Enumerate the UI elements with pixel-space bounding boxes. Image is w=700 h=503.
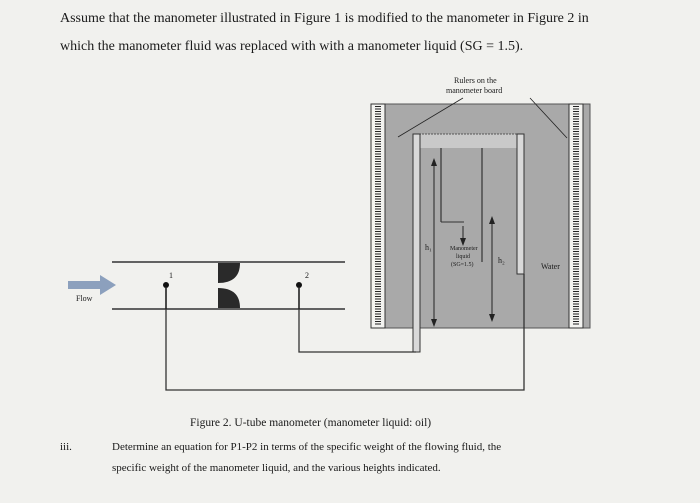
h2-label: h₂ — [498, 256, 505, 265]
left-ruler — [370, 103, 386, 329]
flow-label: Flow — [76, 294, 93, 303]
figure-caption: Figure 2. U-tube manometer (manometer li… — [190, 417, 432, 429]
manometer-label-line-3: (SG=1.5) — [451, 262, 474, 268]
right-ruler — [568, 103, 584, 329]
connecting-tube-inner — [298, 309, 416, 353]
point-2-label: 2 — [305, 271, 309, 280]
rulers-label-line-1: Rulers on the — [454, 76, 497, 85]
tap-2 — [296, 282, 302, 309]
h1-dimension-arrow — [431, 158, 437, 327]
h2-dimension-arrow — [489, 216, 495, 322]
intro-line-2: which the manometer fluid was replaced w… — [60, 39, 524, 54]
question-number: iii. — [60, 441, 72, 453]
manometer-label-line-2: liquid — [456, 254, 471, 260]
inverted-u-tube — [412, 133, 525, 353]
connecting-tube-outer — [165, 274, 525, 391]
tap-1 — [163, 282, 169, 309]
h1-label: h₁ — [425, 243, 432, 252]
intro-line-1: Assume that the manometer illustrated in… — [60, 11, 589, 26]
question-line-1: Determine an equation for P1-P2 in terms… — [112, 441, 502, 453]
rulers-label-line-2: manometer board — [446, 86, 503, 95]
orifice-upper — [218, 263, 240, 283]
ruler-pointer-right — [529, 97, 568, 139]
flow-arrow-icon — [68, 275, 116, 295]
question-line-2: specific weight of the manometer liquid,… — [112, 462, 441, 474]
manometer-pointer-arrowhead — [460, 238, 466, 246]
point-1-label: 1 — [169, 271, 173, 280]
water-label: Water — [541, 262, 560, 271]
manometer-label-line-1: Manometer — [450, 246, 478, 252]
orifice-lower — [218, 288, 240, 308]
ruler-pointer-left — [397, 97, 464, 138]
